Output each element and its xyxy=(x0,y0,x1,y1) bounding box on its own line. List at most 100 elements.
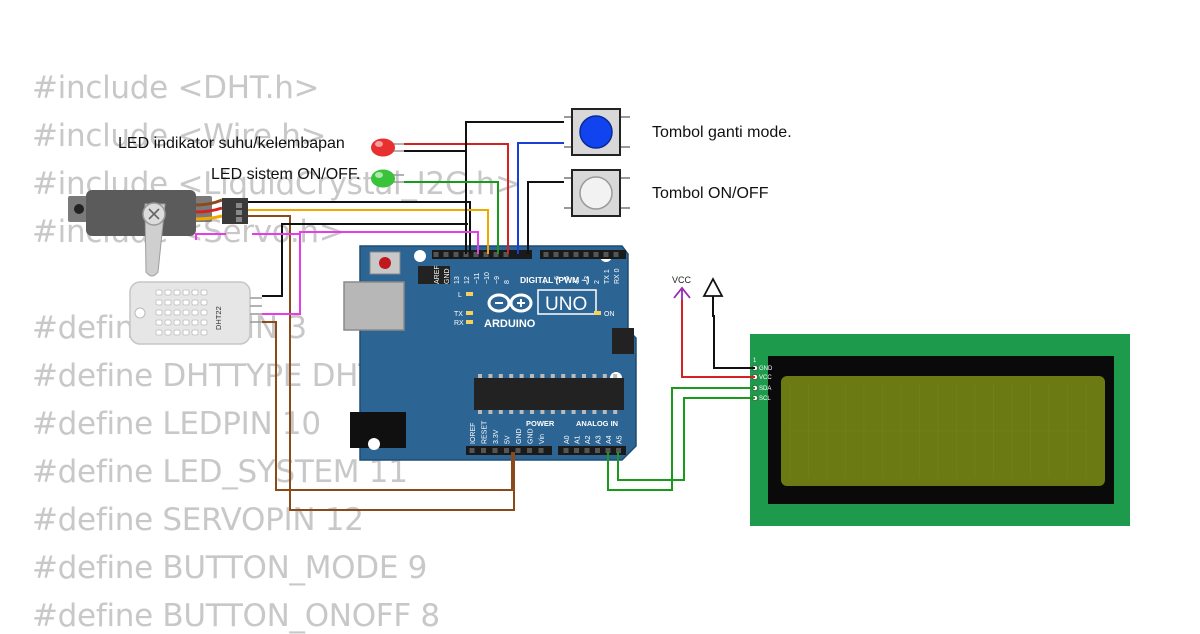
dht22-grill-slot xyxy=(200,289,208,296)
servo-connector xyxy=(222,198,248,224)
label-led-indicator: LED indikator suhu/kelembapan xyxy=(118,135,345,152)
led-red-highlight xyxy=(375,141,383,147)
analog-pin-label: A2 xyxy=(585,435,592,444)
button-onoff-cap xyxy=(579,176,613,210)
digital-pin-label: 2 xyxy=(594,280,601,284)
led-tx xyxy=(466,311,473,315)
code-line-define-ledpin: #define LEDPIN 10 xyxy=(32,406,321,442)
wire-servo-gnd xyxy=(248,201,471,254)
digital-pin-label: ~10 xyxy=(484,272,491,284)
digital-pin-socket xyxy=(473,252,479,257)
digital-pin-socket xyxy=(483,252,489,257)
wire-led-green-d11 xyxy=(404,181,499,254)
wire-lcd-gnd xyxy=(712,296,755,369)
icsp-header-usb xyxy=(418,266,450,284)
servo-lead-red xyxy=(195,206,223,214)
dht22-grill-slot xyxy=(191,319,199,326)
analog-pin-label: A1 xyxy=(575,435,582,444)
servo-screw-left xyxy=(74,204,84,214)
dht22-grill-slot xyxy=(182,309,190,316)
dht22-grill-slot xyxy=(173,309,181,316)
dht22-grill-slot xyxy=(182,299,190,306)
chip-pin xyxy=(509,410,514,414)
power-pin-label: Vin xyxy=(539,434,546,444)
chip-pin xyxy=(540,410,545,414)
code-line-include-dht: #include <DHT.h> xyxy=(32,70,320,106)
code-line-define-led-system: #define LED_SYSTEM 11 xyxy=(32,454,408,490)
model-label: UNO xyxy=(545,294,587,315)
digital-pin-socket xyxy=(543,252,549,257)
digital-pin-socket xyxy=(603,252,609,257)
dht22-grill-slot xyxy=(200,329,208,336)
digital-pin-socket xyxy=(503,252,509,257)
digital-pin-socket xyxy=(583,252,589,257)
label-led-system: LED sistem ON/OFF. xyxy=(211,166,361,183)
analog-pin-socket xyxy=(616,448,621,453)
button-mode-cap xyxy=(579,115,613,149)
servo-connector-pin xyxy=(236,210,242,215)
digital-pin-label: ~3 xyxy=(584,276,591,284)
chip-pin xyxy=(530,410,534,414)
chip-pin xyxy=(488,374,493,378)
microcontroller-chip xyxy=(474,378,624,410)
vcc-arrow-icon xyxy=(673,286,691,300)
chip-pin xyxy=(592,410,597,414)
wire-button-mode-d9 xyxy=(517,142,564,254)
label-button-onoff: Tombol ON/OFF xyxy=(652,185,769,202)
chip-pin xyxy=(530,374,534,378)
wire-dht-data xyxy=(262,231,479,315)
digital-pin-socket xyxy=(453,252,459,257)
dht22-grill-slot xyxy=(200,309,208,316)
digital-pin-label: RX 0 xyxy=(614,268,621,284)
button-mode-blue xyxy=(564,108,630,156)
servo-motor xyxy=(68,190,248,277)
lcd-pin-label-scl: SCL xyxy=(759,396,771,402)
power-pin-label: IOREF xyxy=(470,423,477,444)
power-pin-socket xyxy=(481,448,486,453)
digital-pin-label: TX 1 xyxy=(604,269,611,284)
led-rx-label: RX xyxy=(454,320,464,327)
dht22-grill-slot xyxy=(164,289,172,296)
dht22-grill-slot xyxy=(191,309,199,316)
chip-pin xyxy=(540,374,545,378)
dht22-grill-slot xyxy=(182,319,190,326)
chip-pin xyxy=(602,374,607,378)
chip-pin xyxy=(519,410,524,414)
digital-pin-socket xyxy=(433,252,439,257)
wire-dht-gnd xyxy=(262,223,468,297)
analog-pin-label: A3 xyxy=(596,435,603,444)
mount-hole-top-left xyxy=(414,250,426,262)
chip-pin xyxy=(478,410,482,414)
digital-pin-label: 12 xyxy=(464,276,471,284)
icsp-header xyxy=(612,328,634,354)
label-button-mode: Tombol ganti mode. xyxy=(652,124,792,141)
wire-button-onoff-d8 xyxy=(527,181,564,254)
power-pin-socket xyxy=(469,448,475,453)
digital-pin-label: ~9 xyxy=(494,276,501,284)
power-pin-socket xyxy=(538,448,544,453)
wire-servo-signal xyxy=(248,209,489,254)
lcd-pin-label-sda: SDA xyxy=(759,386,771,392)
analog-pin-socket xyxy=(584,448,590,453)
dht22-grill-slot xyxy=(173,319,181,326)
power-pin-socket xyxy=(504,448,509,453)
chip-pin xyxy=(478,374,482,378)
chip-pin xyxy=(519,374,524,378)
dht22-mount-hole xyxy=(134,307,146,319)
dht22-grill-slot xyxy=(164,299,172,306)
digital-pin-socket xyxy=(463,252,469,257)
analog-pin-label: A5 xyxy=(617,435,624,444)
wires xyxy=(195,121,755,511)
gnd-symbol xyxy=(702,277,724,297)
led-l-label: L xyxy=(458,292,462,299)
chip-pin xyxy=(550,410,555,414)
digital-pin-socket xyxy=(613,252,619,257)
digital-pin-socket xyxy=(563,252,569,257)
dht22-grill-slot xyxy=(173,329,181,336)
analog-pin-socket xyxy=(563,448,569,453)
servo-lead-brown xyxy=(195,198,223,207)
digital-pin-label: 8 xyxy=(504,280,511,284)
dht22-grill-slot xyxy=(155,329,163,336)
